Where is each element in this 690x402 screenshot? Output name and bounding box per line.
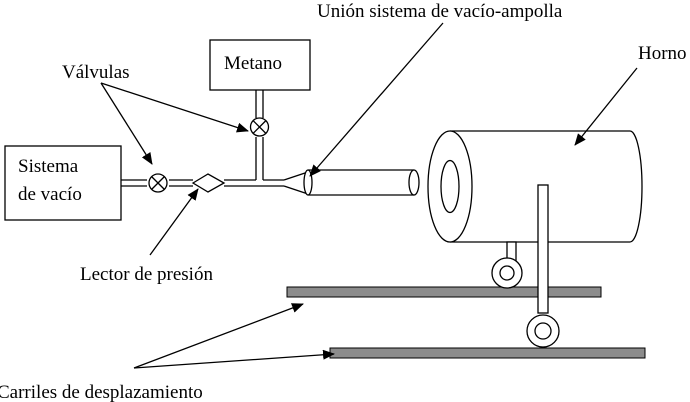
ampoule-tube (303, 169, 420, 196)
rail-lower (329, 347, 646, 359)
label-valvulas: Válvulas (62, 62, 130, 83)
furnace-cylinder (427, 130, 643, 243)
rail-upper (286, 286, 602, 298)
main-pipe (121, 171, 309, 195)
valve-vertical-icon (249, 117, 270, 137)
label-sistema-line1: Sistema (18, 156, 79, 177)
arrow-valve-1 (100, 82, 153, 165)
methane-box (209, 39, 311, 91)
arrow-lector (149, 188, 199, 256)
arrow-valve-2 (100, 82, 249, 133)
methane-pipe (255, 90, 264, 180)
label-carriles: Carriles de desplazamiento (0, 382, 203, 402)
pressure-reader-icon (191, 173, 226, 193)
arrow-union (309, 22, 444, 177)
arrow-horno (574, 67, 638, 146)
support-wheel-upper (491, 241, 523, 289)
support-wheel-lower (526, 184, 560, 348)
label-horno: Horno (638, 43, 687, 64)
label-sistema-line2: de vacío (18, 184, 82, 205)
arrow-rail-1 (133, 303, 304, 369)
arrow-rail-2 (133, 349, 335, 369)
label-union: Unión sistema de vacío-ampolla (317, 1, 563, 22)
valve-horizontal-icon (148, 173, 168, 193)
vacuum-system-box (4, 145, 122, 221)
label-lector: Lector de presión (80, 264, 213, 285)
label-metano: Metano (224, 53, 282, 74)
